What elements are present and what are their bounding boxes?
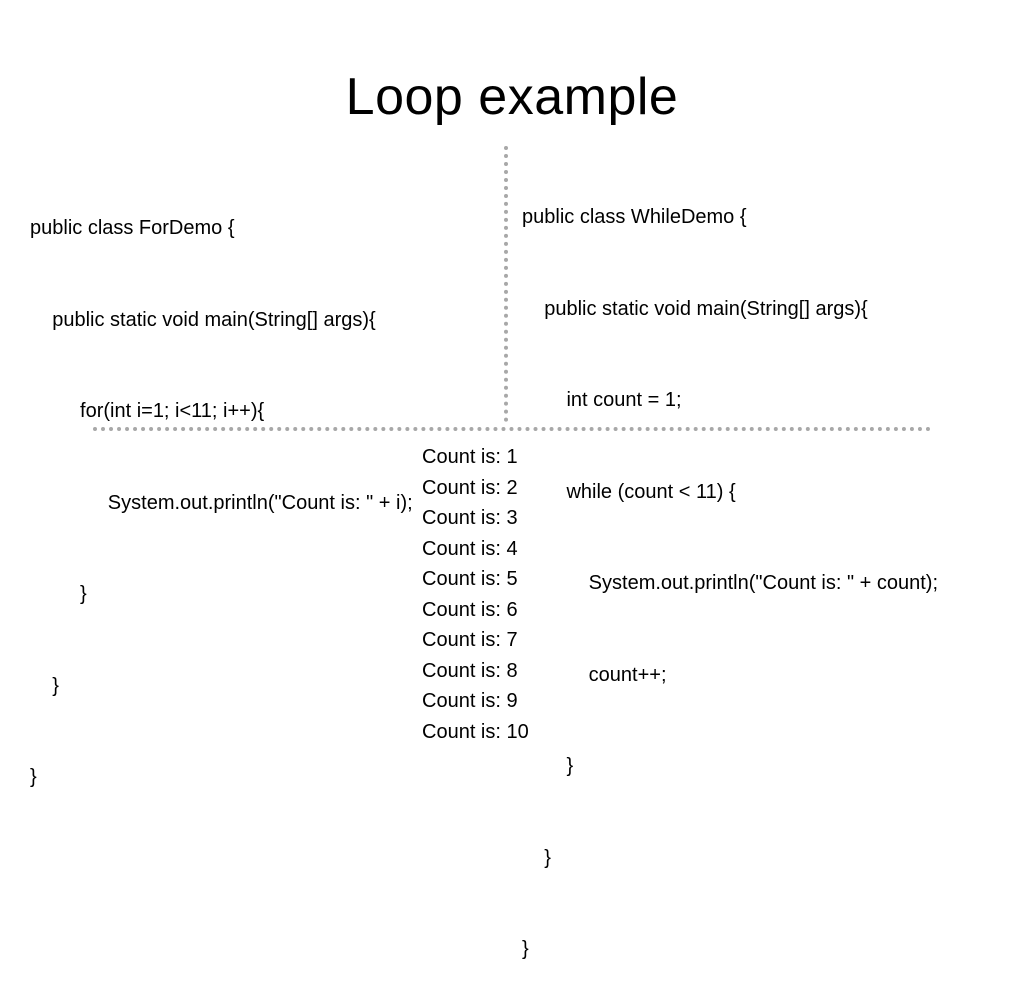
code-line: } [522, 938, 529, 960]
code-line: public class WhileDemo { [522, 206, 747, 228]
code-line: System.out.println("Count is: " + count)… [522, 572, 939, 594]
output-line: Count is: 6 [422, 598, 518, 621]
code-line: public class ForDemo { [30, 217, 235, 239]
while-demo-code: public class WhileDemo { public static v… [522, 141, 938, 995]
horizontal-divider [93, 427, 931, 431]
output-line: Count is: 2 [422, 476, 518, 499]
program-output: Count is: 1 Count is: 2 Count is: 3 Coun… [422, 442, 529, 747]
for-demo-code: public class ForDemo { public static voi… [30, 152, 413, 823]
output-line: Count is: 5 [422, 568, 518, 590]
slide-title: Loop example [345, 68, 679, 126]
output-line: Count is: 10 [422, 720, 529, 743]
code-line: } [30, 766, 37, 788]
code-line: } [522, 846, 551, 869]
code-line: while (count < 11) { [522, 480, 736, 503]
vertical-divider [504, 146, 508, 422]
code-line: count++; [522, 663, 667, 686]
output-line: Count is: 9 [422, 690, 518, 712]
code-line: } [522, 755, 574, 777]
output-line: Count is: 4 [422, 537, 518, 560]
output-line: Count is: 7 [422, 629, 518, 651]
code-line: } [30, 583, 87, 605]
output-line: Count is: 8 [422, 659, 518, 682]
output-line: Count is: 1 [422, 446, 518, 468]
output-line: Count is: 3 [422, 507, 518, 529]
code-line: public static void main(String[] args){ [522, 297, 868, 320]
code-line: System.out.println("Count is: " + i); [30, 491, 413, 514]
code-line: int count = 1; [522, 389, 682, 411]
code-line: public static void main(String[] args){ [30, 308, 376, 331]
code-line: } [30, 674, 59, 697]
code-line: for(int i=1; i<11; i++){ [30, 400, 265, 422]
